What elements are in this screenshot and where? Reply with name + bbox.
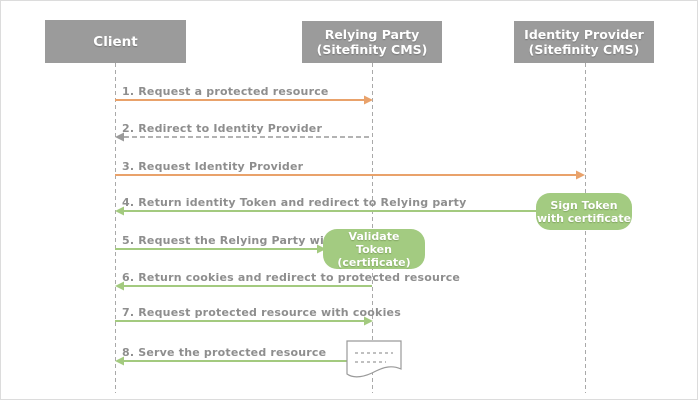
actor-identity-provider-label-line2: (Sitefinity CMS) [528, 42, 640, 57]
message-1-label: 1. Request a protected resource [122, 85, 329, 98]
note-sign-token-line1: Sign Token [550, 198, 618, 212]
note-validate-token-line2: Token (certificate) [337, 242, 411, 269]
message-5-arrowhead [317, 244, 326, 254]
note-validate-token: Validate Token (certificate) [323, 229, 425, 269]
message-7-label: 7. Request protected resource with cooki… [122, 306, 401, 319]
actor-identity-provider-label-line1: Identity Provider [524, 27, 644, 42]
message-6-label: 6. Return cookies and redirect to protec… [122, 271, 461, 284]
message-4-label: 4. Return identity Token and redirect to… [122, 196, 467, 209]
note-validate-token-line1: Validate [348, 229, 400, 243]
message-3-arrowhead [576, 170, 585, 180]
actor-client-label: Client [93, 33, 138, 50]
message-1-arrowhead [364, 95, 373, 105]
note-sign-token-line2: with certificate [536, 211, 632, 225]
message-2-label: 2. Redirect to Identity Provider [122, 122, 323, 135]
message-3-label: 3. Request Identity Provider [122, 160, 304, 173]
note-sign-token: Sign Token with certificate [536, 193, 632, 230]
actor-relying-party-label-line2: (Sitefinity CMS) [316, 42, 428, 57]
actor-relying-party: Relying Party (Sitefinity CMS) [302, 21, 442, 63]
message-7-arrowhead [364, 316, 373, 326]
document-icon [346, 340, 402, 378]
message-8-arrowhead [115, 356, 124, 366]
actor-relying-party-label-line1: Relying Party [324, 27, 420, 42]
message-2-arrowhead [115, 132, 124, 142]
actor-client: Client [45, 20, 186, 63]
message-8-label: 8. Serve the protected resource [122, 346, 327, 359]
actor-identity-provider: Identity Provider (Sitefinity CMS) [514, 21, 654, 63]
message-4-arrowhead [115, 206, 124, 216]
message-6-arrowhead [115, 281, 124, 291]
